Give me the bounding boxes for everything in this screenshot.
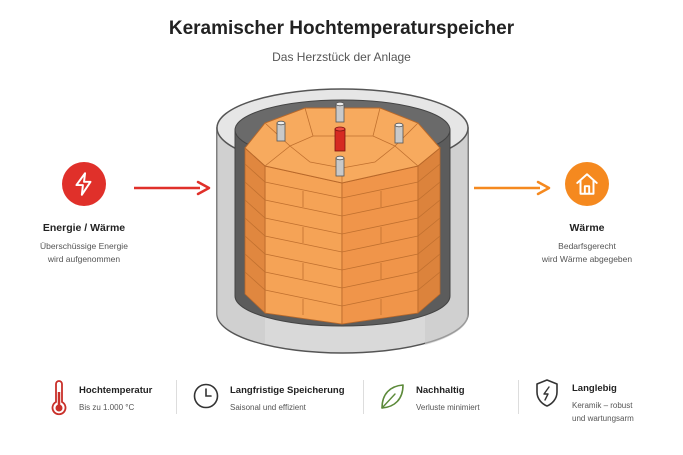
energy-badge xyxy=(62,162,106,206)
heat-desc-line-1: Bedarfsgerecht xyxy=(558,241,616,251)
clock-icon xyxy=(193,383,219,409)
feature-title: Langlebig xyxy=(572,383,617,394)
heating-rod xyxy=(335,155,345,177)
heat-desc: Bedarfsgerecht wird Wärme abgegeben xyxy=(512,240,662,266)
heating-rod xyxy=(394,122,404,144)
feature-desc: Verluste minimiert xyxy=(416,403,480,412)
feature-desc: Bis zu 1.000 °C xyxy=(79,403,135,412)
lightning-bolt-icon xyxy=(75,172,92,196)
feature-divider xyxy=(363,380,364,414)
feature-divider xyxy=(176,380,177,414)
energy-desc-line-1: Überschüssige Energie xyxy=(40,241,128,251)
output-arrow-icon xyxy=(474,180,551,196)
storage-tank-illustration xyxy=(216,88,469,354)
ceramic-brick-courses xyxy=(244,163,441,315)
energy-desc: Überschüssige Energie wird aufgenommen xyxy=(9,240,159,266)
page-title: Keramischer Hochtemperaturspeicher xyxy=(168,18,515,39)
heating-rod xyxy=(335,101,345,123)
shield-icon xyxy=(536,379,558,407)
feature-desc-2: und wartungsarm xyxy=(572,414,634,423)
feature-divider xyxy=(518,380,519,414)
thermometer-icon xyxy=(51,380,67,416)
house-icon xyxy=(576,173,598,195)
feature-desc: Saisonal und effizient xyxy=(230,403,306,412)
heating-rod xyxy=(276,120,286,142)
energy-title: Energie / Wärme xyxy=(42,222,126,234)
heat-title: Wärme xyxy=(569,222,605,234)
heating-rods xyxy=(276,101,404,177)
page-subtitle: Das Herzstück der Anlage xyxy=(272,50,411,64)
input-arrow-icon xyxy=(134,180,211,196)
feature-desc: Keramik – robust xyxy=(572,401,633,410)
feature-title: Hochtemperatur xyxy=(79,385,153,396)
leaf-icon xyxy=(381,384,404,409)
feature-title: Nachhaltig xyxy=(416,385,465,396)
feature-title: Langfristige Speicherung xyxy=(230,385,345,396)
heating-rod-active xyxy=(334,126,346,152)
heat-badge xyxy=(565,162,609,206)
energy-desc-line-2: wird aufgenommen xyxy=(47,254,121,264)
heat-desc-line-2: wird Wärme abgegeben xyxy=(541,254,633,264)
